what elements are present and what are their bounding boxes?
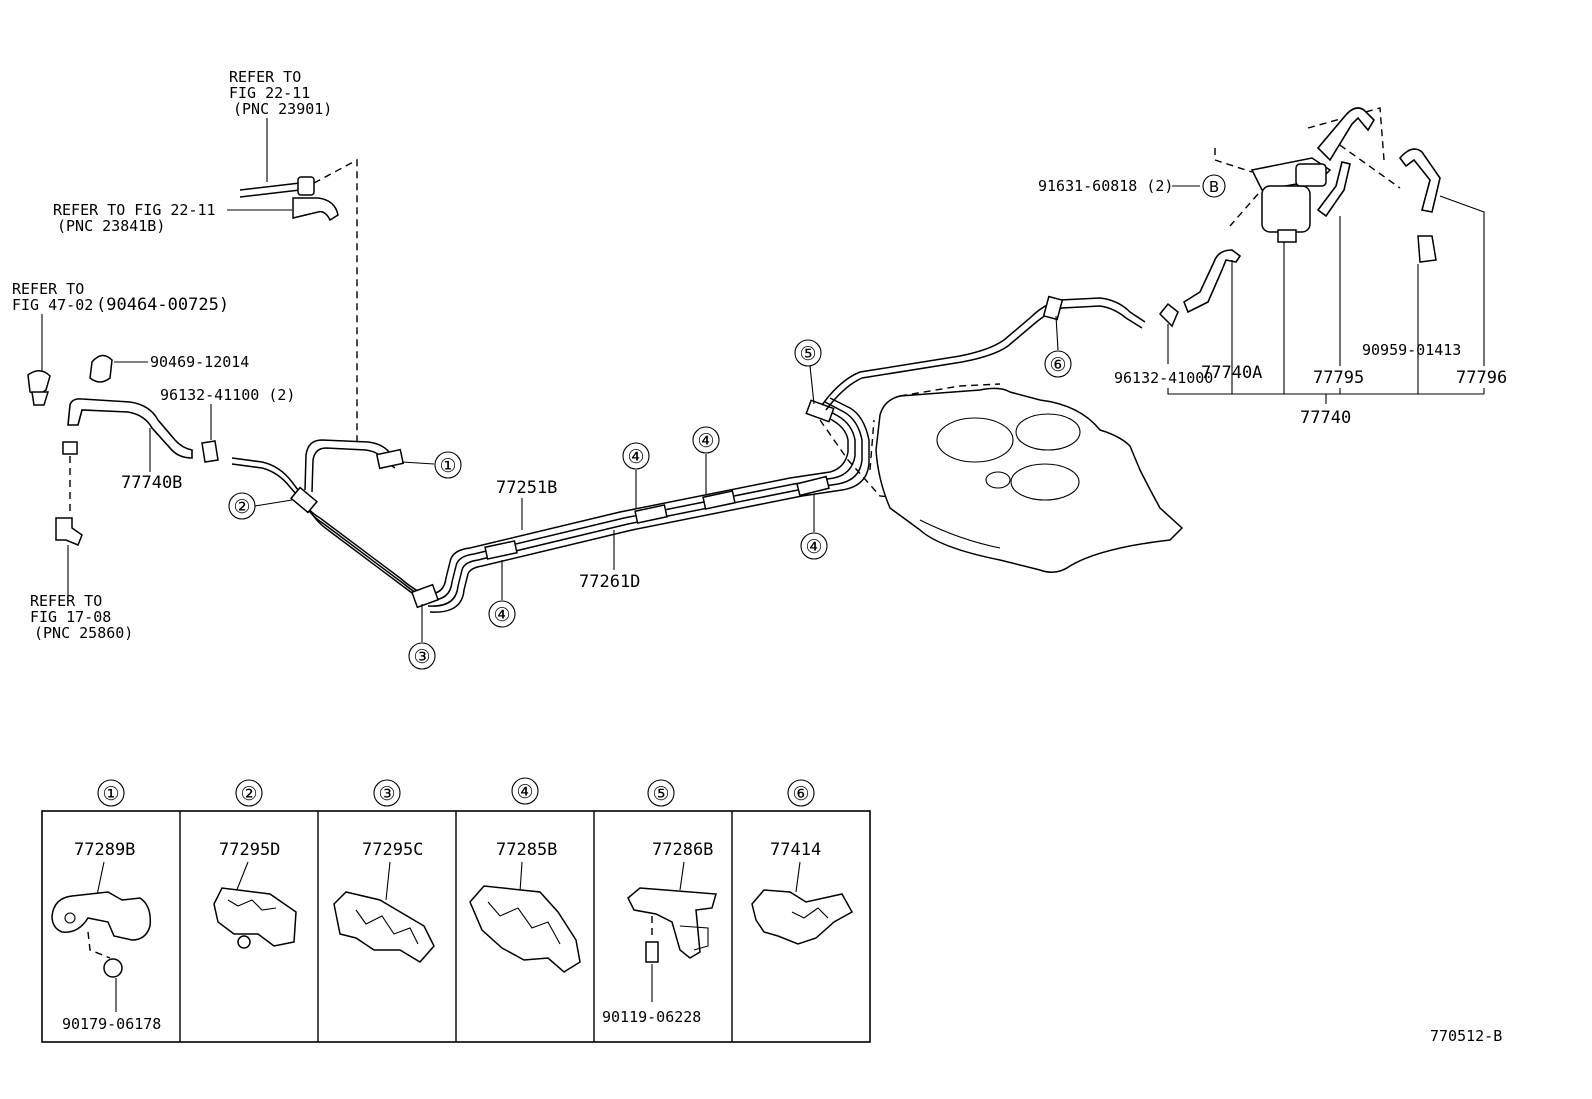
- callout-1-text: ①: [439, 455, 456, 477]
- table-header-3: ③: [378, 783, 395, 805]
- callout-4b-circle: [622, 442, 650, 470]
- table-header-1: ①: [102, 783, 119, 805]
- callout-4d-text: ④: [805, 536, 822, 558]
- hose-77795-icon: [1316, 107, 1376, 162]
- clip-90959-icon: [1417, 235, 1437, 263]
- callout-6-text: ⑥: [1049, 354, 1066, 376]
- hose-77740b-icon: [67, 398, 193, 459]
- hose-clamp-icon: [292, 197, 339, 222]
- callout-2-circle: [228, 492, 256, 520]
- callout-4a-text: ④: [493, 604, 510, 626]
- part-77261d-label: 77261D: [579, 572, 640, 592]
- callout-6-circle: [1044, 350, 1072, 378]
- callout-1-circle: [434, 451, 462, 479]
- clamp-90469-icon: [89, 354, 113, 383]
- part-90469-label: 90469-12014: [150, 353, 249, 371]
- diagram-callouts: ① ② ③ ④ ④ ④ ④ ⑤ ⑥ 77251B 7726: [228, 315, 1072, 670]
- clamp-detail-table: ① ② ③ ④ ⑤ ⑥ 77289B 90179-06178 77295D 77…: [41, 777, 871, 1043]
- callout-4b-text: ④: [627, 446, 644, 468]
- refer-2211-top-line3: (PNC 23901): [233, 100, 332, 118]
- refer-fig-22-11-group: REFER TO FIG 22-11 (PNC 23901) REFER TO …: [53, 68, 358, 445]
- fuel-tank: [875, 383, 1184, 573]
- callout-3-text: ③: [413, 646, 430, 668]
- callout-2-text: ②: [233, 496, 250, 518]
- part-90959-label: 90959-01413: [1362, 341, 1461, 359]
- table-header-4: ④: [516, 781, 533, 803]
- clamp-77295d-icon: [213, 887, 297, 947]
- refer-4702-part: (90464-00725): [96, 295, 229, 315]
- refer-4702-line1: REFER TO: [12, 280, 84, 298]
- part-96132-41100-label: 96132-41100 (2): [160, 386, 295, 404]
- callout-5-text: ⑤: [799, 343, 816, 365]
- table-part-77286b: 77286B: [652, 840, 713, 860]
- callout-4c-text: ④: [697, 430, 714, 452]
- refer-1708-line3: (PNC 25860): [34, 624, 133, 642]
- part-77796-label: 77796: [1456, 368, 1507, 388]
- callout-4a-circle: [488, 600, 516, 628]
- clamp-3-icon: [410, 583, 440, 609]
- refer-4702-line2: FIG 47-02: [12, 296, 93, 314]
- table-header-2: ②: [240, 783, 257, 805]
- clamp-77285b-icon: [469, 885, 581, 973]
- circle-b-marker: [1202, 174, 1226, 198]
- refer-2211-top-line1: REFER TO: [229, 68, 301, 86]
- charcoal-canister-group: 91631-60818 (2) B 77740A 96132-41000 777…: [1038, 107, 1507, 428]
- refer-fig-47-02-group: REFER TO FIG 47-02 (90464-00725) 90469-1…: [12, 280, 295, 642]
- fuel-pipe-fitting-icon: [297, 176, 315, 196]
- refer-2211-top-line2: FIG 22-11: [229, 84, 310, 102]
- nut-90179-icon: [103, 958, 123, 978]
- tank-body-icon: [875, 387, 1184, 573]
- table-subpart-90179: 90179-06178: [62, 1015, 161, 1033]
- part-77795-label: 77795: [1313, 368, 1364, 388]
- clamp-4a-icon: [484, 540, 518, 560]
- table-part-77295d: 77295D: [219, 840, 280, 860]
- clip-96132-41100-icon: [201, 440, 219, 463]
- clip-icon: [27, 370, 51, 395]
- refer-2211-mid-line1: REFER TO FIG 22-11: [53, 201, 216, 219]
- refer-1708-line1: REFER TO: [30, 592, 102, 610]
- refer-2211-mid-line2: (PNC 23841B): [57, 217, 165, 235]
- part-96132-41000-label: 96132-41000: [1114, 369, 1213, 387]
- fuel-pipe-assembly: [231, 295, 1146, 613]
- callout-5-circle: [794, 339, 822, 367]
- clamp-2-icon: [290, 486, 318, 514]
- table-subpart-90119: 90119-06228: [602, 1008, 701, 1026]
- vsv-icon: [55, 517, 83, 546]
- clip-96132-41000-icon: [1158, 302, 1179, 328]
- table-part-77289b: 77289B: [74, 840, 135, 860]
- hose-77796-icon: [1398, 148, 1441, 213]
- clamp-4c-icon: [702, 490, 736, 510]
- callout-3-circle: [408, 642, 436, 670]
- hose-77740a-icon: [1183, 249, 1242, 314]
- clamp-77295c-icon: [333, 891, 435, 963]
- table-header-5: ⑤: [652, 783, 669, 805]
- canister-77795-body-icon: [1261, 185, 1311, 233]
- refer-1708-line2: FIG 17-08: [30, 608, 111, 626]
- part-77251b-label: 77251B: [496, 478, 557, 498]
- callout-4c-circle: [692, 426, 720, 454]
- figure-code: 770512-B: [1430, 1027, 1502, 1045]
- clamp-5-icon: [805, 399, 835, 423]
- bolt-90119-icon: [645, 941, 659, 963]
- callout-4d-circle: [800, 532, 828, 560]
- bracket-77286b-icon: [627, 887, 717, 959]
- part-77740-label: 77740: [1300, 408, 1351, 428]
- clamp-6-icon: [1042, 295, 1064, 321]
- clamp-4d-icon: [796, 475, 830, 497]
- connector-icon: [62, 441, 78, 455]
- clamp-4b-icon: [634, 504, 668, 524]
- clamp-1-icon: [375, 448, 405, 470]
- part-91631-label: 91631-60818 (2): [1038, 177, 1173, 195]
- circle-b-text: B: [1209, 178, 1219, 196]
- clamp-77289b-icon: [51, 891, 152, 941]
- table-header-6: ⑥: [792, 783, 809, 805]
- table-part-77285b: 77285B: [496, 840, 557, 860]
- table-part-77414: 77414: [770, 840, 821, 860]
- part-77740b-label: 77740B: [121, 473, 182, 493]
- table-part-77295c: 77295C: [362, 840, 423, 860]
